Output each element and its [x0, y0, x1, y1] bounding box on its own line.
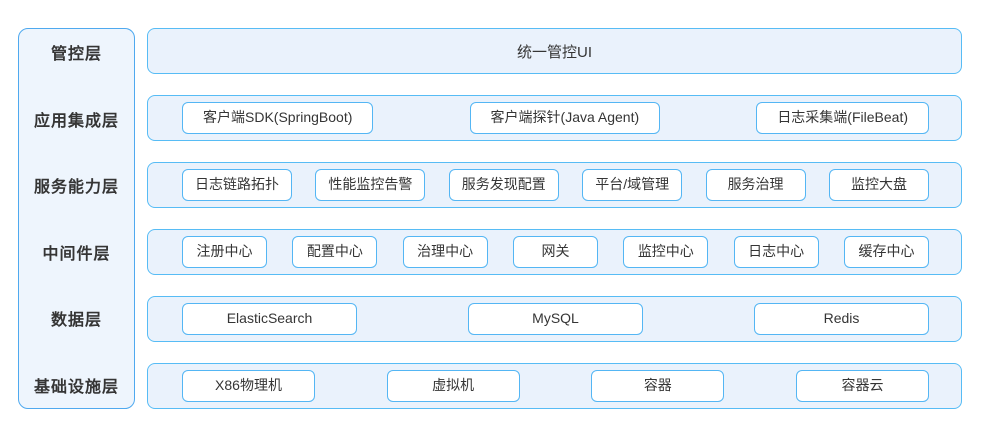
- row-app-integration: 客户端SDK(SpringBoot) 客户端探针(Java Agent) 日志采…: [147, 95, 962, 141]
- box-client-sdk-springboot: 客户端SDK(SpringBoot): [182, 102, 374, 134]
- box-service-discovery-config: 服务发现配置: [448, 169, 559, 201]
- layer-label-infrastructure: 基础设施层: [33, 379, 119, 397]
- box-log-center: 日志中心: [733, 236, 819, 268]
- box-container-cloud: 容器云: [795, 370, 929, 402]
- box-client-probe-java-agent: 客户端探针(Java Agent): [469, 102, 661, 134]
- row-management: 统一管控UI: [147, 28, 962, 74]
- row-middleware: 注册中心 配置中心 治理中心 网关 监控中心 日志中心 缓存中心: [147, 229, 962, 275]
- layer-label-service-capability: 服务能力层: [33, 179, 119, 197]
- box-platform-domain-management: 平台/域管理: [582, 169, 683, 201]
- box-gateway: 网关: [512, 236, 598, 268]
- box-log-trace-topology: 日志链路拓扑: [182, 169, 292, 201]
- box-mysql: MySQL: [468, 303, 643, 335]
- box-service-governance: 服务治理: [705, 169, 806, 201]
- unified-control-ui-label: 统一管控UI: [516, 43, 592, 61]
- box-cache-center: 缓存中心: [843, 236, 929, 268]
- box-elasticsearch: ElasticSearch: [182, 303, 357, 335]
- layer-label-column: 管控层 应用集成层 服务能力层 中间件层 数据层 基础设施层: [18, 28, 135, 409]
- box-monitor-center: 监控中心: [623, 236, 709, 268]
- layer-label-management: 管控层: [50, 45, 102, 63]
- layer-label-app-integration: 应用集成层: [33, 112, 119, 130]
- layer-label-data: 数据层: [50, 312, 102, 330]
- row-infrastructure: X86物理机 虚拟机 容器 容器云: [147, 363, 962, 409]
- box-config-center: 配置中心: [292, 236, 378, 268]
- box-container: 容器: [591, 370, 725, 402]
- layer-rows: 统一管控UI 客户端SDK(SpringBoot) 客户端探针(Java Age…: [147, 28, 962, 409]
- row-service-capability: 日志链路拓扑 性能监控告警 服务发现配置 平台/域管理 服务治理 监控大盘: [147, 162, 962, 208]
- box-redis: Redis: [754, 303, 929, 335]
- layer-label-middleware: 中间件层: [42, 245, 111, 263]
- row-data-layer: ElasticSearch MySQL Redis: [147, 296, 962, 342]
- box-log-collector-filebeat: 日志采集端(FileBeat): [756, 102, 929, 134]
- box-governance-center: 治理中心: [402, 236, 488, 268]
- box-x86-physical-machine: X86物理机: [182, 370, 315, 402]
- box-registry-center: 注册中心: [182, 236, 267, 268]
- box-monitoring-dashboard: 监控大盘: [828, 169, 929, 201]
- box-performance-monitor-alert: 性能监控告警: [315, 169, 426, 201]
- box-virtual-machine: 虚拟机: [386, 370, 520, 402]
